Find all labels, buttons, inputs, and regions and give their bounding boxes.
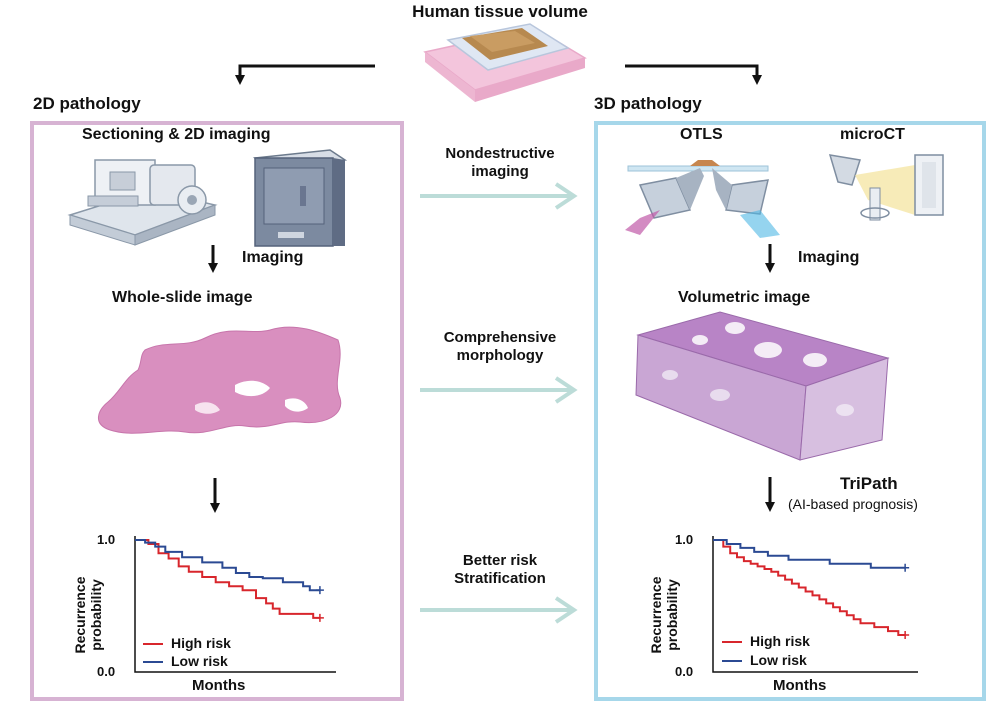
chart-right-ytick-top: 1.0 bbox=[675, 532, 694, 547]
adv2-line1: Comprehensive bbox=[443, 329, 557, 346]
chart-right-ytick-bottom: 0.0 bbox=[675, 664, 694, 679]
series-line-low-risk bbox=[713, 539, 906, 569]
adv3-line1: Better risk bbox=[462, 552, 538, 569]
tissue-slide-icon bbox=[423, 23, 587, 102]
step-imaging-left: Imaging bbox=[242, 249, 304, 266]
series-line-high-risk bbox=[713, 539, 906, 636]
model-name: TriPath bbox=[840, 474, 898, 493]
volumetric-image bbox=[635, 311, 890, 461]
method-microct: microCT bbox=[840, 126, 905, 143]
panel-3d-pathology bbox=[594, 121, 986, 701]
chart-right-ylabel: Recurrence probability bbox=[648, 576, 680, 654]
step-whole-slide: Whole-slide image bbox=[112, 289, 253, 306]
light-arrows bbox=[420, 182, 578, 624]
chart-left-ylabel: Recurrence probability bbox=[72, 576, 104, 654]
chart-axes bbox=[134, 536, 336, 673]
step-imaging-right: Imaging bbox=[798, 249, 860, 266]
chart-axes bbox=[712, 536, 918, 673]
censor-mark-high-risk bbox=[315, 613, 324, 622]
series-line-high-risk bbox=[135, 539, 320, 619]
censor-mark-low-risk bbox=[901, 563, 910, 572]
chart-left-ytick-top: 1.0 bbox=[97, 532, 116, 547]
step-sectioning: Sectioning & 2D imaging bbox=[82, 126, 271, 143]
chart-right-legend-low: Low risk bbox=[722, 652, 807, 668]
figure-title: Human tissue volume bbox=[412, 2, 588, 21]
adv3-line2: Stratification bbox=[454, 570, 546, 587]
arrow-to-2d bbox=[235, 64, 375, 85]
chart-left-legend-high: High risk bbox=[143, 635, 231, 651]
whole-slide-image bbox=[98, 326, 342, 434]
chart-right bbox=[712, 536, 918, 673]
method-otls: OTLS bbox=[680, 126, 723, 143]
chart-left bbox=[134, 536, 336, 673]
slide-scanner-icon bbox=[252, 149, 348, 247]
chart-right-legend-high: High risk bbox=[722, 633, 810, 649]
heading-3d: 3D pathology bbox=[594, 94, 702, 113]
chart-left-ytick-bottom: 0.0 bbox=[97, 664, 116, 679]
adv2-line2: morphology bbox=[456, 347, 544, 364]
step-volumetric: Volumetric image bbox=[678, 289, 811, 306]
chart-left-legend-low: Low risk bbox=[143, 653, 228, 669]
microtome-icon bbox=[67, 159, 218, 246]
model-description: (AI-based prognosis) bbox=[788, 496, 918, 512]
adv1-line2: imaging bbox=[471, 163, 529, 180]
censor-mark-low-risk bbox=[315, 586, 324, 595]
heading-2d: 2D pathology bbox=[33, 94, 141, 113]
chart-left-xlabel: Months bbox=[192, 677, 246, 694]
censor-mark-high-risk bbox=[901, 631, 910, 640]
otls-icon bbox=[625, 160, 780, 238]
chart-right-xlabel: Months bbox=[773, 677, 827, 694]
microct-icon bbox=[828, 154, 944, 221]
panel-2d-pathology bbox=[30, 121, 404, 701]
adv1-line1: Nondestructive bbox=[445, 145, 555, 162]
series-line-low-risk bbox=[135, 539, 320, 592]
arrow-to-3d bbox=[625, 64, 762, 85]
